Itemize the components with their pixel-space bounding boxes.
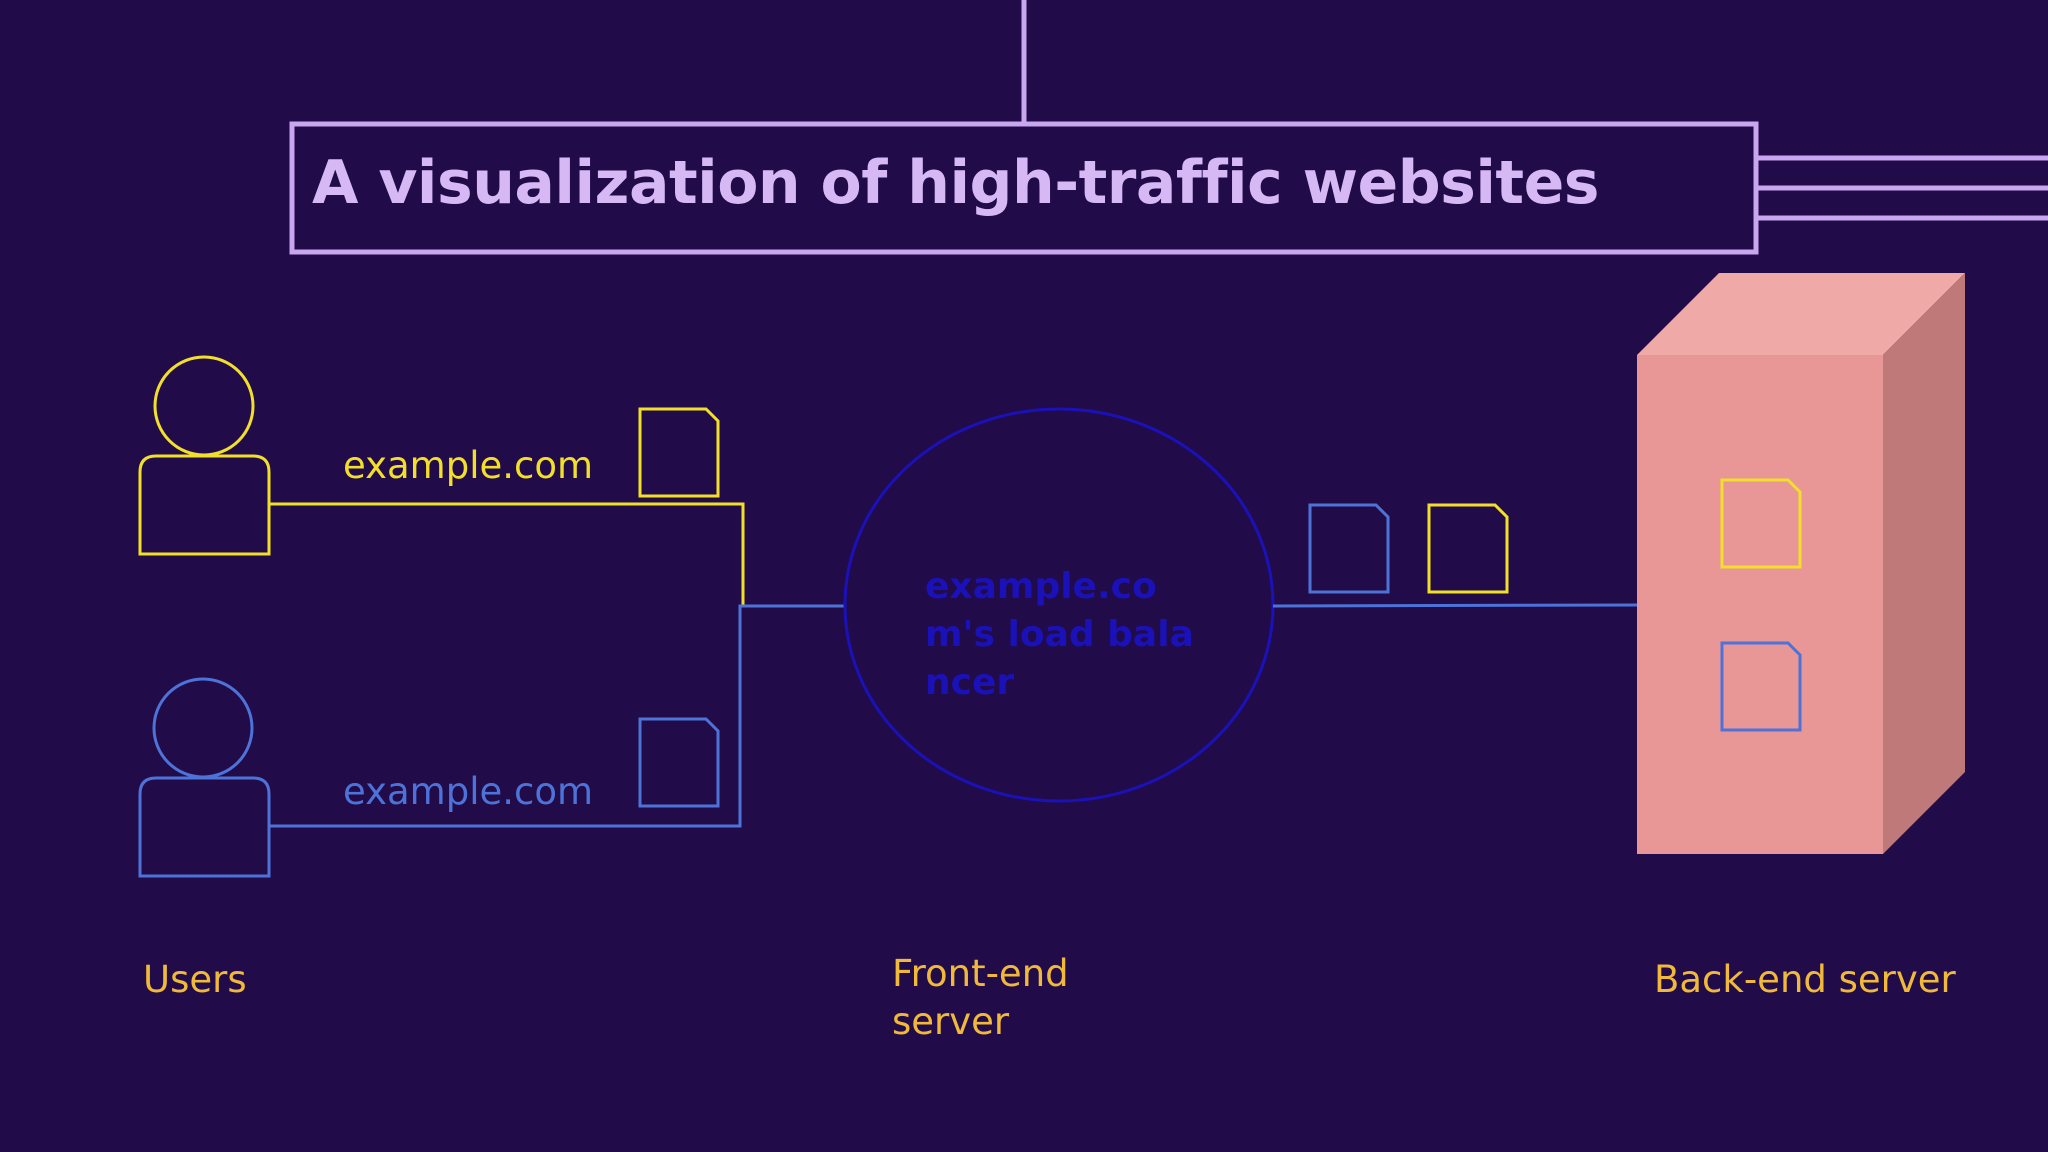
server-top-face [1637, 273, 1965, 355]
document-icon [1720, 478, 1802, 569]
document-icon [638, 717, 720, 808]
front-end-caption: Front-end server [892, 952, 1069, 1043]
page-title: A visualization of high-traffic websites [312, 148, 1600, 218]
user-body-icon [138, 454, 271, 556]
user-body-icon [138, 776, 271, 878]
backend-connection-line [1272, 603, 1638, 608]
load-balancer-label: example.com's load balancer [925, 566, 1194, 703]
url-label: example.com [343, 444, 594, 487]
document-icon [638, 407, 720, 498]
user-connection-line [269, 604, 845, 828]
user-head-icon [153, 355, 255, 457]
url-label: example.com [343, 770, 594, 813]
server-side-face [1883, 273, 1965, 854]
user-connection-line [269, 502, 745, 606]
document-icon [1720, 641, 1802, 732]
document-icon [1427, 503, 1509, 594]
user-head-icon [152, 677, 254, 779]
back-end-caption: Back-end server [1654, 958, 1956, 1001]
server-front-face [1637, 355, 1883, 854]
document-icon [1308, 503, 1390, 594]
users-caption: Users [143, 958, 247, 1001]
title-frame [289, 121, 1759, 255]
